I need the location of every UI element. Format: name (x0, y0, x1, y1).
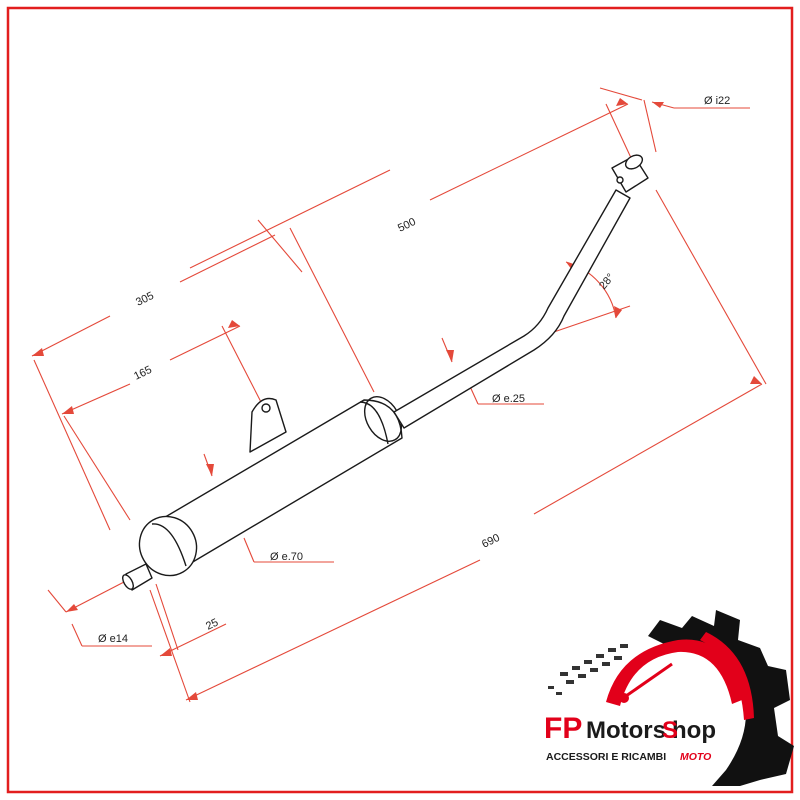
muffler-end-cap (138, 515, 198, 577)
brand-s-letter: S (662, 717, 678, 744)
arrowhead (652, 102, 664, 108)
inlet-opening (624, 154, 644, 170)
arrowhead (616, 98, 628, 106)
checkered-stripes (548, 644, 628, 695)
label-body-diameter: Ø e.70 (270, 551, 303, 563)
arrowhead (62, 406, 74, 414)
outlet-diameter-leader (71, 623, 83, 647)
needle-hub (619, 693, 629, 703)
label-body-front: 165 (132, 364, 154, 383)
label-bend-angle: 28° (597, 271, 617, 291)
speedometer-arc-right (700, 632, 754, 720)
arrowhead (32, 348, 44, 356)
ext-500-left (289, 227, 375, 393)
brand-hop: hop (672, 717, 716, 744)
label-outlet-length: 25 (204, 617, 220, 633)
label-total-span: 690 (480, 532, 502, 551)
brand-logo: FP Motors hop S ACCESSORI E RICAMBI MOTO (544, 610, 794, 786)
ext-305-left (33, 359, 111, 531)
dim-305-right-segment (179, 234, 276, 283)
ext-690-right (655, 189, 767, 385)
brand-fp: FP (544, 712, 582, 745)
drawing-frame (6, 6, 794, 794)
mounting-bracket (249, 397, 287, 453)
exhaust-pipe (393, 189, 631, 429)
dim-500-right-segment (429, 103, 629, 201)
end-band-line (151, 523, 187, 567)
muffler-assembly (122, 154, 649, 591)
dimension-lines (31, 87, 767, 703)
tagline-moto: MOTO (680, 751, 711, 763)
ext-690-left (149, 589, 191, 703)
label-outlet-diameter: Ø e14 (98, 633, 128, 645)
speedometer-arc (606, 639, 742, 706)
arrowhead (206, 464, 214, 476)
arrowhead (750, 376, 762, 384)
label-pipe-diameter: Ø e.25 (492, 393, 525, 405)
outlet-opening (122, 574, 134, 590)
dim-25-line (159, 623, 227, 657)
label-inlet-diameter: Ø i22 (704, 95, 730, 107)
bracket-hole (261, 403, 271, 413)
ext-165-right (221, 325, 263, 405)
inlet-arrow-top (599, 87, 643, 101)
dim-500-left-segment (189, 169, 391, 269)
speedometer-needle (625, 662, 673, 698)
dim-165-right-segment (169, 325, 241, 361)
label-mount-from-end: 305 (134, 290, 156, 309)
clamp-bolt (616, 176, 624, 184)
inlet-right-tick (643, 99, 657, 153)
tagline-main: ACCESSORI E RICAMBI (546, 751, 666, 763)
body-diameter-leader (243, 537, 255, 563)
ext-500-right (605, 103, 633, 161)
ext-165-left (63, 415, 131, 521)
brand-motors: Motors (586, 717, 666, 744)
dim-500-left-tick (257, 219, 303, 273)
dim-305-left-segment (31, 315, 111, 357)
dim-25-ext (155, 583, 179, 651)
arrowhead (614, 306, 622, 318)
dim-165-left-segment (61, 383, 131, 415)
gear-icon (648, 610, 794, 786)
rear-band-line (359, 401, 389, 445)
arrowhead (66, 604, 78, 612)
arrowhead (446, 350, 454, 362)
arrowhead (160, 648, 172, 656)
dim-690-left-segment (185, 559, 481, 701)
label-overall-length: 500 (396, 216, 418, 235)
dimension-arrowheads (32, 98, 762, 700)
arrowhead (186, 692, 198, 700)
arrowhead (228, 320, 240, 328)
outlet-left-tick (47, 589, 67, 613)
dim-690-right-segment (533, 383, 763, 515)
